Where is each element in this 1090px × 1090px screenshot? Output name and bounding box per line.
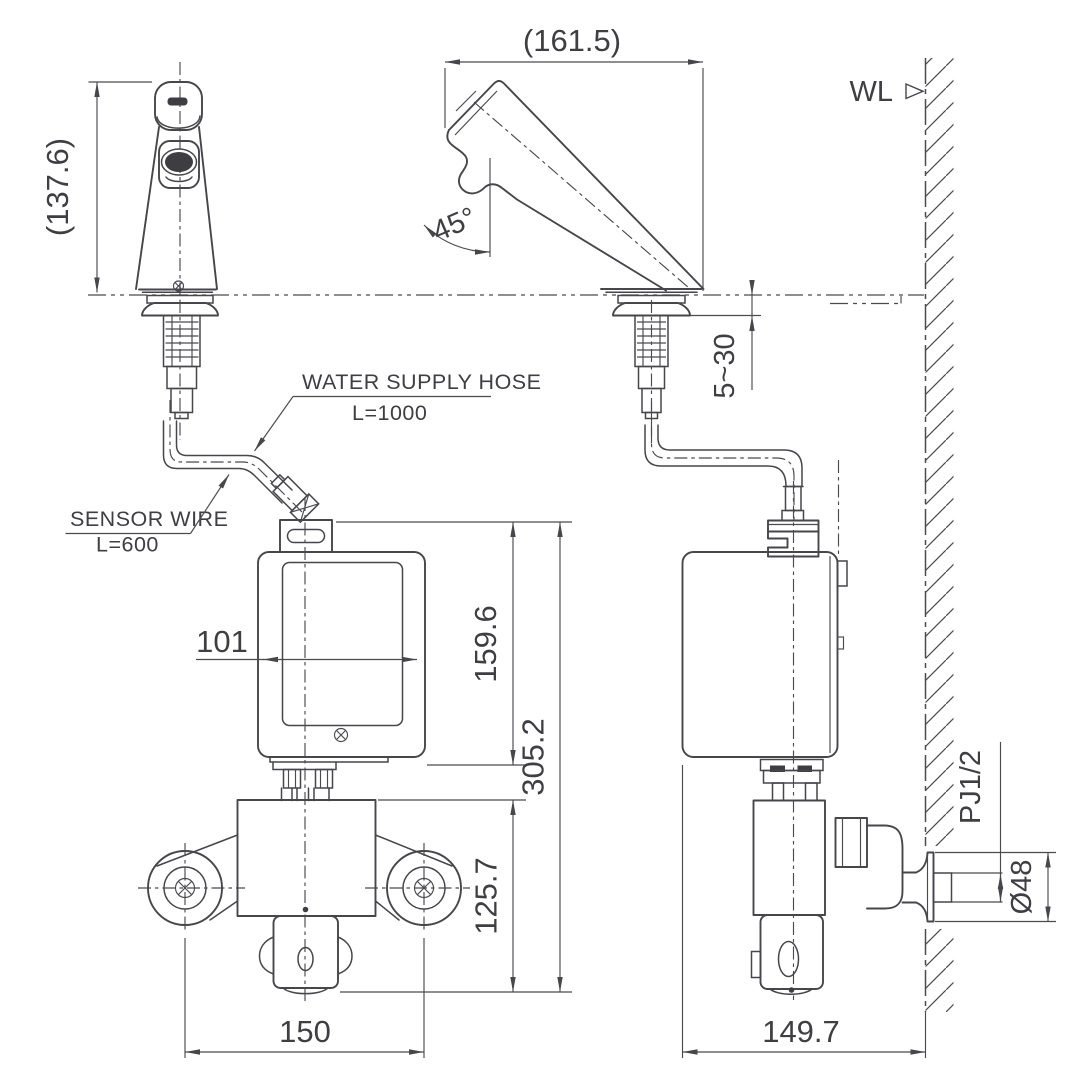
wall-pipe-stub [932,872,953,903]
dimension-counter-thickness: 5~30 [690,280,761,399]
dimension-spout-reach: (161.5) [444,23,704,291]
valve-front-view [138,799,470,995]
dimension-overall-height: 305.2 [340,522,572,993]
counter-thickness-value: 5~30 [709,333,741,398]
wall-line-marker-triangle [905,82,925,100]
spout-axis-centerline [473,101,690,289]
valve-center-span-value: 150 [279,1014,331,1049]
sensor-eye [165,152,193,172]
wall-flange [915,851,935,923]
spout-tip-face-line [454,90,498,136]
pipe-thread-value: PJ1/2 [955,750,987,824]
dimension-controller-width: 101 [196,624,417,663]
sensor-window-frame [158,140,200,189]
dimension-faucet-height: (137.6) [40,81,152,293]
dimension-controller-height: 159.6 [336,521,572,766]
spout-tip-tick [455,90,477,112]
valve-lower-housing-side [759,914,824,990]
controller-bottom-fittings-side [759,758,824,802]
controller-tab-slot [286,528,326,544]
wall-mount-left [138,843,245,933]
controller-width-value: 101 [196,624,248,659]
connection-elbow [866,824,904,910]
wire-length-label: L=600 [96,533,159,557]
overall-height-value: 305.2 [516,718,551,796]
valve-slot-front [297,946,314,972]
wall-supply-connection [834,817,1003,923]
sensor-wire-tab [836,560,848,587]
spout-angle-value: 45° [428,201,481,248]
callout-water-supply-hose: WATER SUPPLY HOSE L=1000 [254,370,541,452]
faucet-front-view [135,62,219,440]
connection-nut [834,817,868,868]
spout-cap-underline [156,115,201,129]
wire-label: SENSOR WIRE [70,507,228,531]
water-supply-hose-side [644,402,840,558]
controller-screw [333,727,349,743]
hose-label: WATER SUPPLY HOSE [302,370,541,394]
sensor-under-arc [165,176,193,183]
wall-mount-right [365,843,470,933]
valve-body-side [752,799,826,916]
spout-top-edge [448,80,705,290]
wall-distance-value: 149.7 [762,1014,840,1049]
spout-outlet-slot [167,97,188,106]
controller-body-side [681,551,839,758]
flange-diameter-value: Ø48 [1006,860,1038,915]
dimension-spout-angle: 45° [423,158,491,257]
faucet-body-right-edge [198,126,218,290]
mounting-shank-side [612,294,691,445]
dimension-flange-diameter: Ø48 [935,851,1056,923]
sensor-window-ring [160,148,198,176]
valve-height-value: 125.7 [469,857,504,935]
valve-slot-side [777,940,800,978]
wall-line-label: WL [850,76,894,108]
counter-line [88,294,924,305]
controller-bottom-fittings-front [269,756,389,802]
wall-hatch-upper [925,58,954,846]
faucet-height-value: (137.6) [40,138,75,236]
valve-lower-housing-front [272,915,339,989]
faucet-body-left-edge [135,126,160,290]
controller-clip [767,530,820,558]
wall-hatch-lower [925,929,954,1012]
controller-side-view [681,481,848,1000]
wall-section: WL [850,58,954,1012]
spout-under-edge [446,129,667,292]
dimension-wall-distance: 149.7 [681,765,927,1058]
dimension-valve-height: 125.7 [378,799,526,992]
spout-cap-front [154,81,203,131]
mounting-shank-front [141,294,219,440]
base-screw-front [172,280,185,292]
dimension-pipe-thread: PJ1/2 [955,742,1004,903]
controller-height-value: 159.6 [468,605,503,683]
valve-side-view [750,799,1003,995]
controller-body-front [257,551,426,758]
hose-length-label: L=1000 [352,401,427,425]
controller-front-view [257,498,426,1002]
valve-body-front [236,799,377,917]
dimension-valve-center-span: 150 [184,938,425,1058]
spout-reach-value: (161.5) [523,23,621,58]
callout-sensor-wire: SENSOR WIRE L=600 [65,474,230,557]
controller-panel [281,561,404,727]
